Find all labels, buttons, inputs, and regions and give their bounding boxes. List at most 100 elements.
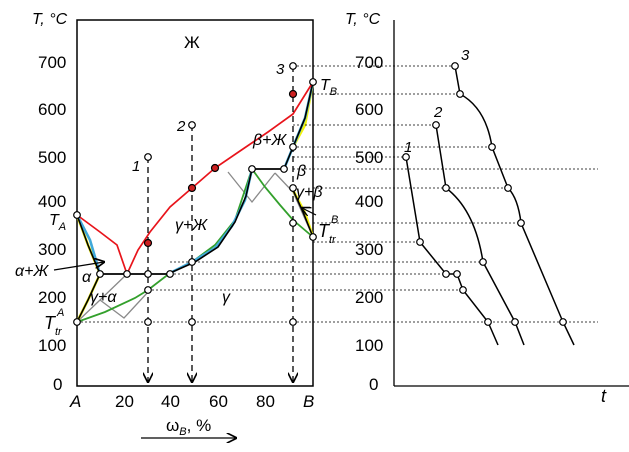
black-right: [283, 81, 314, 170]
cy-tick-500: 500: [355, 148, 383, 167]
cooling-x-axis-title: t: [601, 386, 607, 406]
cooling-y-ticks: 0 100 200 300 400 500 600 700: [355, 53, 383, 394]
label-beta-liquid: β+Ж: [252, 132, 287, 149]
label-gamma-beta: γ+β: [296, 184, 322, 201]
marker-1-eutd: [144, 286, 152, 294]
y-tick-100: 100: [38, 336, 66, 355]
label-alpha-liquid: α+Ж: [15, 263, 49, 280]
label-Ttr-A-sub: tr: [55, 326, 63, 338]
marker-eut-mid: [123, 270, 131, 278]
label-gamma-alpha: γ+α: [90, 289, 117, 306]
solidus-lines: [75, 81, 315, 275]
label-TB-sub: B: [330, 86, 337, 98]
cy-tick-300: 300: [355, 240, 383, 259]
marker-3-liq: [288, 89, 298, 99]
marker-2-sol: [188, 258, 196, 266]
liquidus-right: [126, 81, 314, 275]
marker-TB: [309, 78, 317, 86]
marker-eut-left: [96, 270, 104, 278]
y-tick-0: 0: [53, 375, 62, 394]
cy-tick-400: 400: [355, 192, 383, 211]
cy-tick-0: 0: [369, 375, 378, 394]
diagram-markers: [73, 62, 317, 326]
label-Ttr-B-sub: tr: [329, 234, 337, 246]
label-TB: T: [320, 77, 331, 94]
marker-TA: [73, 211, 81, 219]
alloy-label-3: 3: [276, 61, 285, 78]
svg-text:TA: TA: [49, 212, 66, 233]
x-title-sub: B: [179, 426, 186, 438]
marker-3-solvus: [289, 184, 297, 192]
green-boundary: [76, 167, 314, 323]
marker-eut-right: [166, 270, 174, 278]
diagram-x-axis-title: ωB, %: [141, 416, 236, 438]
marker-3-top: [289, 62, 297, 70]
x-tick-80: 80: [256, 392, 275, 411]
label-TA-sub: A: [58, 221, 66, 233]
horizontal-lines: [100, 168, 284, 275]
cooling-curve-3: [454, 65, 575, 346]
x-tick-A: A: [69, 392, 81, 411]
x-title-unit: , %: [187, 416, 212, 435]
gray-line-left-v: [99, 291, 149, 319]
marker-3-bottom: [289, 318, 297, 326]
point-labels: TA TB Ttr A Ttr B: [44, 77, 338, 338]
region-labels: Ж γ+Ж β+Ж β γ+β γ α γ+α α+Ж: [15, 33, 322, 306]
label-liquid: Ж: [184, 33, 200, 52]
liquidus-lines: [76, 81, 314, 275]
marker-3-tr: [289, 219, 297, 227]
cy-tick-600: 600: [355, 100, 383, 119]
marker-Ttr-A: [73, 318, 81, 326]
alpha-liquid-arrow: [53, 262, 104, 271]
gray-line-right-v: [227, 171, 276, 204]
label-gamma: γ: [222, 289, 231, 306]
cooling-markers: [402, 62, 567, 326]
cooling-curves: [405, 65, 575, 346]
marker-1-liq: [143, 238, 153, 248]
alloy-verticals: [148, 66, 293, 382]
label-Ttr-B: T: [318, 221, 331, 241]
Ttr-B-arrow: [302, 208, 317, 215]
solidus-right: [282, 81, 315, 170]
svg-text:ωB, %: ωB, %: [166, 416, 211, 438]
y-tick-300: 300: [38, 240, 66, 259]
marker-2-top: [188, 121, 196, 129]
cy-tick-200: 200: [355, 288, 383, 307]
marker-liq-60: [210, 163, 220, 173]
marker-2-liq: [187, 183, 197, 193]
marker-1-bottom: [144, 318, 152, 326]
cooling-curves-chart: T, °C t 0 100 200 300 400 500 600 700: [345, 11, 629, 406]
y-tick-500: 500: [38, 148, 66, 167]
x-tick-20: 20: [115, 392, 134, 411]
cy-tick-700: 700: [355, 53, 383, 72]
marker-eut-1: [144, 270, 152, 278]
marker-1-top: [144, 153, 152, 161]
marker-Ttr-B: [309, 233, 317, 241]
label-Ttr-A: T: [44, 313, 57, 333]
diagram-y-ticks: 0 100 200 300 400 500 600 700: [38, 53, 66, 394]
y-tick-700: 700: [38, 53, 66, 72]
cy-tick-100: 100: [355, 336, 383, 355]
liquidus-left: [76, 214, 128, 275]
label-alpha: α: [82, 269, 92, 286]
svg-text:Ttr: Ttr: [44, 313, 63, 338]
alloy-label-1: 1: [132, 158, 140, 175]
x-tick-B: B: [303, 392, 314, 411]
x-tick-60: 60: [209, 392, 228, 411]
y-tick-400: 400: [38, 192, 66, 211]
y-tick-600: 600: [38, 100, 66, 119]
label-Ttr-B-sup: B: [331, 214, 338, 226]
black-left-low: [76, 273, 101, 323]
label-TA: T: [49, 212, 60, 229]
marker-3-sol: [289, 143, 297, 151]
x-tick-40: 40: [161, 392, 180, 411]
diagram-x-ticks: A 20 40 60 80 B: [69, 392, 314, 411]
cooling-label-3: 3: [461, 47, 470, 64]
cooling-label-2: 2: [433, 104, 443, 121]
diagram-frame: [76, 19, 314, 387]
cooling-curve-1: [405, 156, 499, 346]
cooling-y-axis-title: T, °C: [345, 11, 381, 28]
cooling-curve-labels: 1 2 3: [404, 47, 470, 156]
label-Ttr-A-sup: A: [56, 307, 64, 319]
